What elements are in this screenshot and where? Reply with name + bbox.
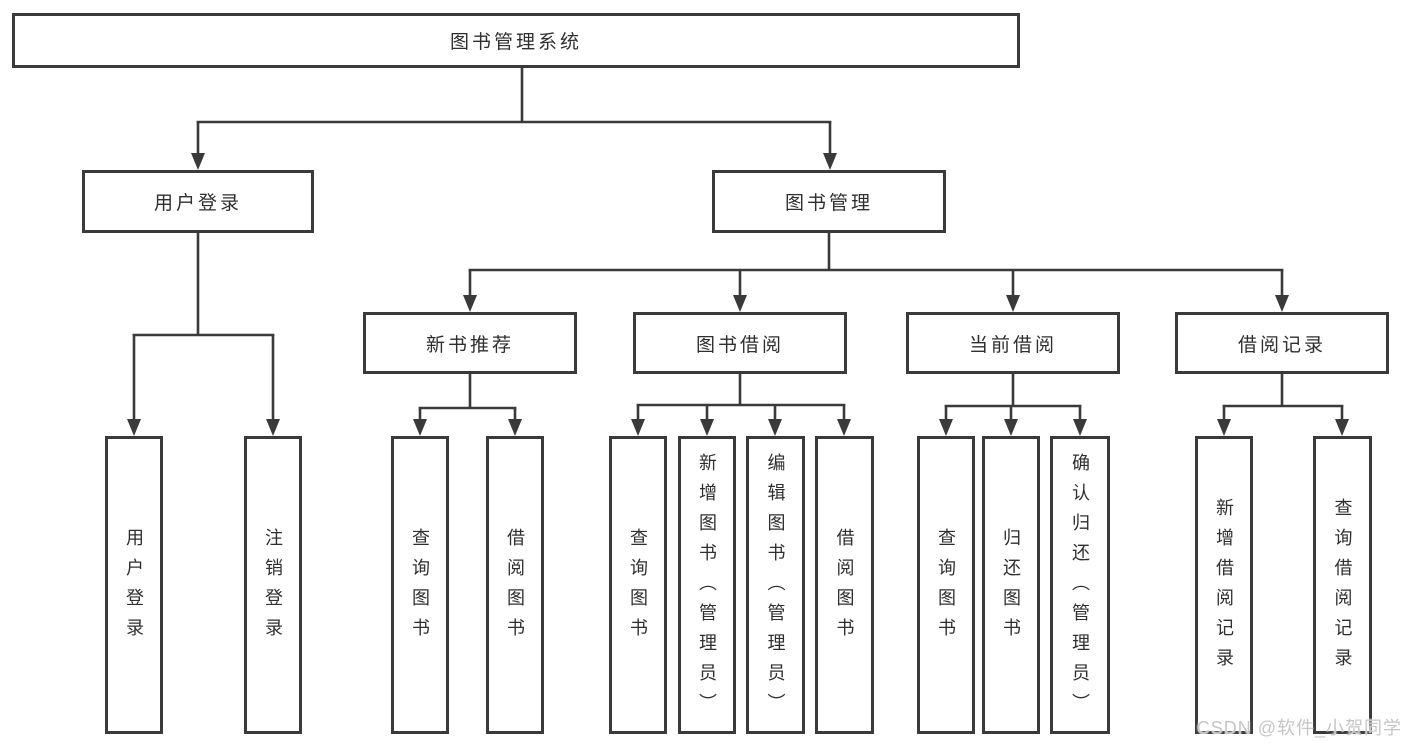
node-user-login-label: 用户登录 bbox=[153, 193, 242, 214]
leaf-add-books-admin: 新增图书（管理员） bbox=[678, 436, 736, 734]
leaf-return-books-label: 归还图书 bbox=[1001, 528, 1021, 648]
node-book-manage-label: 图书管理 bbox=[784, 193, 873, 214]
leaf-logout-label: 注销登录 bbox=[263, 528, 283, 648]
node-root: 图书管理系统 bbox=[12, 13, 1020, 68]
leaf-borrow-books-1: 借阅图书 bbox=[486, 436, 544, 734]
node-new-book-recommend: 新书推荐 bbox=[363, 312, 577, 374]
leaf-query-borrow-record: 查询借阅记录 bbox=[1313, 436, 1372, 734]
leaf-add-borrow-record-label: 新增借阅记录 bbox=[1214, 498, 1234, 678]
leaf-edit-books-admin-label: 编辑图书（管理员） bbox=[765, 453, 786, 723]
leaf-edit-books-admin: 编辑图书（管理员） bbox=[746, 436, 805, 734]
node-root-label: 图书管理系统 bbox=[449, 32, 582, 53]
watermark: CSDN @软件_小贺同学 bbox=[1196, 718, 1402, 738]
leaf-query-borrow-record-label: 查询借阅记录 bbox=[1332, 498, 1353, 678]
leaf-borrow-books-2-label: 借阅图书 bbox=[834, 528, 855, 648]
leaf-borrow-books-1-label: 借阅图书 bbox=[505, 528, 525, 648]
leaf-confirm-return-admin: 确认归还（管理员） bbox=[1050, 436, 1110, 734]
node-current-borrow: 当前借阅 bbox=[906, 312, 1120, 374]
leaf-confirm-return-admin-label: 确认归还（管理员） bbox=[1070, 453, 1090, 723]
node-borrow-records: 借阅记录 bbox=[1175, 312, 1389, 374]
leaf-query-books-3: 查询图书 bbox=[917, 436, 975, 734]
leaf-return-books: 归还图书 bbox=[982, 436, 1040, 734]
node-borrow-records-label: 借阅记录 bbox=[1237, 334, 1326, 356]
leaf-query-books-2-label: 查询图书 bbox=[628, 528, 648, 648]
leaf-add-books-admin-label: 新增图书（管理员） bbox=[697, 453, 717, 723]
leaf-user-login: 用户登录 bbox=[105, 436, 163, 734]
leaf-query-books-3-label: 查询图书 bbox=[936, 528, 956, 648]
node-user-login: 用户登录 bbox=[82, 170, 314, 233]
leaf-query-books-2: 查询图书 bbox=[609, 436, 667, 734]
leaf-query-books-1: 查询图书 bbox=[391, 436, 449, 734]
leaf-user-login-label: 用户登录 bbox=[124, 528, 144, 648]
node-new-book-recommend-label: 新书推荐 bbox=[425, 334, 514, 356]
node-book-manage: 图书管理 bbox=[712, 170, 946, 233]
leaf-logout: 注销登录 bbox=[244, 436, 302, 734]
node-current-borrow-label: 当前借阅 bbox=[968, 334, 1057, 356]
leaf-borrow-books-2: 借阅图书 bbox=[815, 436, 874, 734]
leaf-query-books-1-label: 查询图书 bbox=[410, 528, 430, 648]
node-book-borrow: 图书借阅 bbox=[633, 312, 847, 374]
leaf-add-borrow-record: 新增借阅记录 bbox=[1195, 436, 1253, 734]
node-book-borrow-label: 图书借阅 bbox=[695, 334, 784, 356]
